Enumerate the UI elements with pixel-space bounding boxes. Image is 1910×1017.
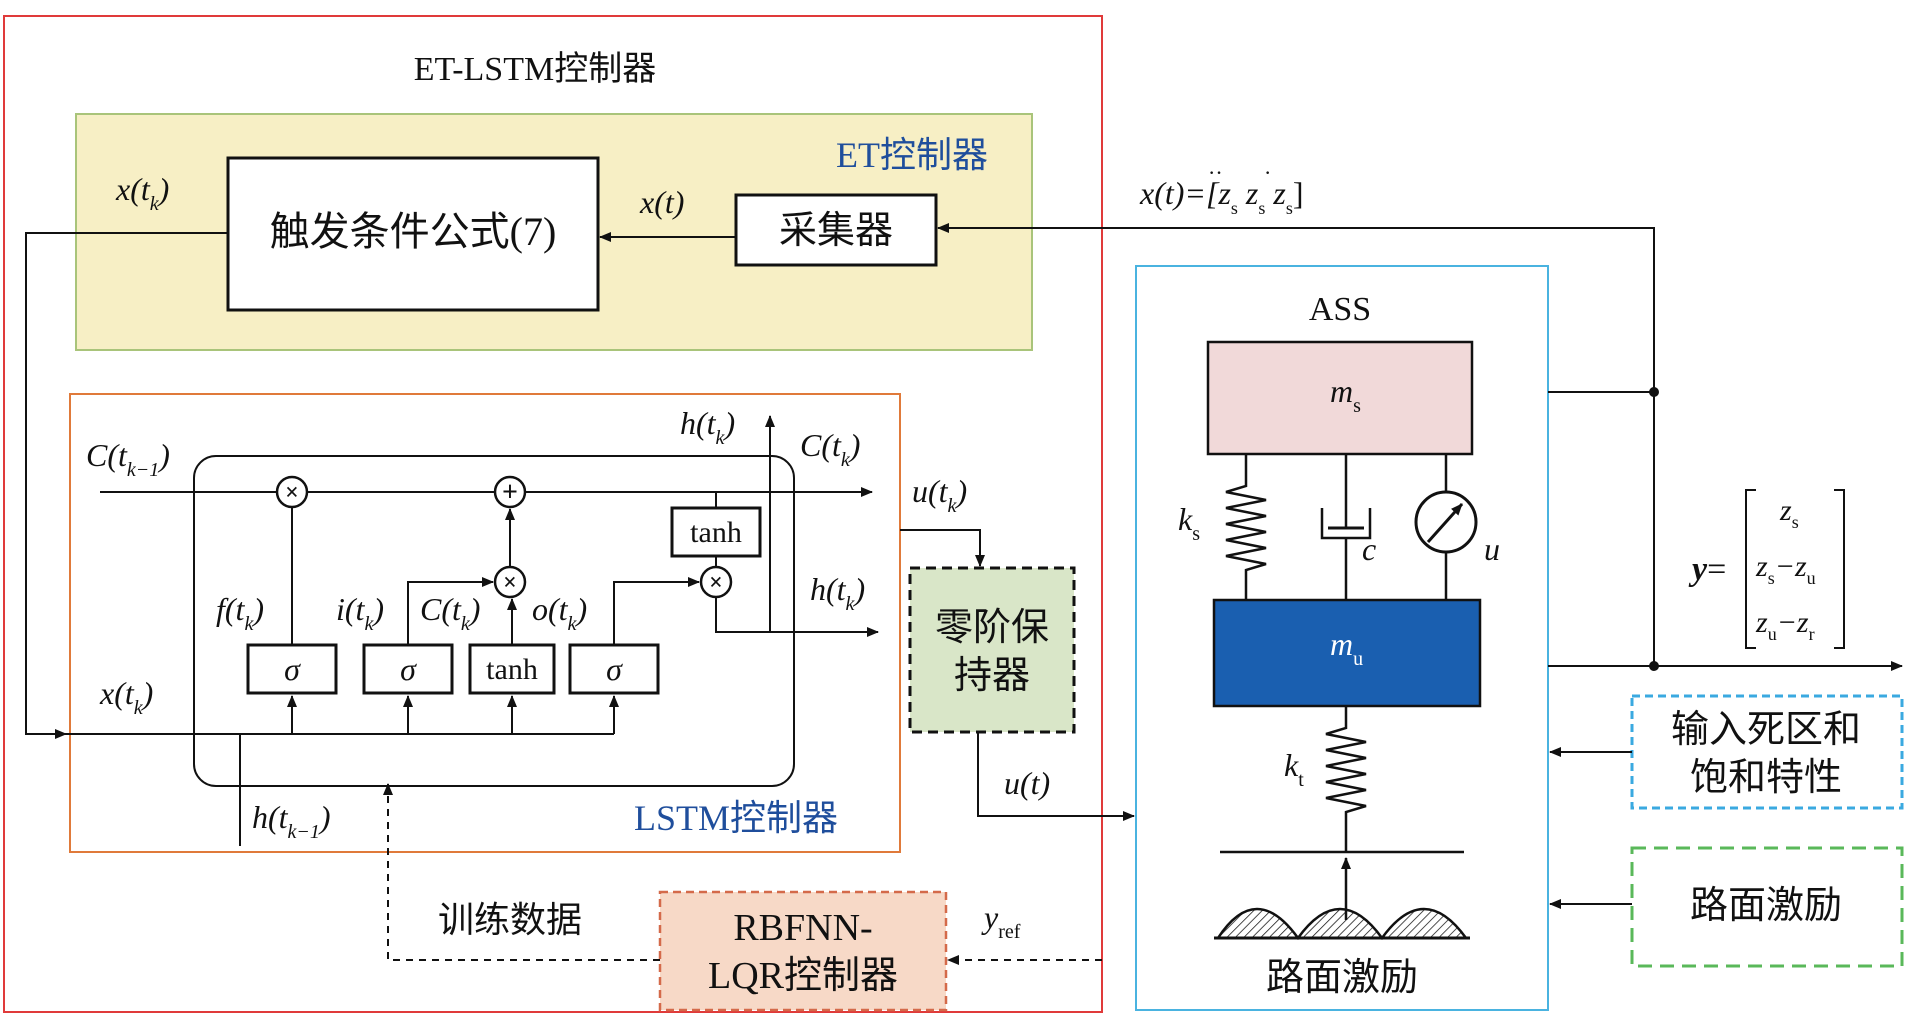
signal-x-tk-top: x(tk)	[115, 171, 169, 215]
zoh-label-1: 零阶保	[935, 607, 1049, 649]
dot-mark: ·	[1264, 160, 1271, 185]
zoh-label-2: 持器	[954, 655, 1030, 697]
y-label: y=	[1688, 551, 1726, 588]
ks-label: ks	[1178, 501, 1200, 545]
ass-title: ASS	[1309, 291, 1371, 328]
zoh-to-ass	[977, 732, 1135, 821]
sigma-output-label: σ	[606, 651, 623, 687]
ddot-mark: ··	[1208, 160, 1223, 185]
et-lstm-title: ET-LSTM控制器	[414, 50, 656, 88]
output-multiply-node	[699, 565, 733, 599]
output-to-multiply	[613, 577, 700, 645]
label-h-right: h(tk)	[810, 571, 865, 615]
label-u-tk: u(tk)	[912, 473, 967, 517]
label-c-prev: C(tk−1)	[86, 437, 170, 481]
label-o: o(tk)	[532, 591, 587, 635]
suspension-spring-ks	[1225, 454, 1267, 600]
matrix-bracket-left	[1745, 489, 1756, 649]
state-feedback-line	[937, 223, 1655, 666]
et-lstm-frame	[3, 15, 1103, 1013]
gate-tanh-candidate	[468, 643, 556, 695]
rbfnn-lqr-box	[658, 890, 948, 1012]
label-u-t: u(t)	[1004, 765, 1050, 801]
add-icon: +	[502, 477, 518, 508]
label-yref: yref	[981, 899, 1021, 943]
input-to-multiply	[407, 577, 494, 645]
input-multiply-icon: ×	[503, 570, 517, 596]
gate-sigma-forget	[246, 643, 338, 695]
label-x-bus: x(tk)	[99, 675, 153, 719]
mu-label: mu	[1330, 626, 1363, 670]
unsprung-mass-mu	[1212, 598, 1482, 708]
label-f: f(tk)	[216, 591, 264, 635]
lstm-controller-title: LSTM控制器	[634, 798, 838, 838]
sigma-forget-label: σ	[284, 651, 301, 687]
deadzone-label-2: 饱和特性	[1690, 757, 1842, 799]
y-row-1: zs	[1779, 494, 1799, 532]
lstm-cell	[193, 455, 795, 787]
kt-label: kt	[1284, 747, 1304, 791]
forget-multiply-icon: ×	[285, 480, 299, 506]
output-multiply-icon: ×	[709, 570, 723, 596]
label-h-top: h(tk)	[680, 405, 735, 449]
junction-bottom	[1649, 661, 1659, 671]
u-label: u	[1484, 531, 1500, 567]
rbfnn-label-1: RBFNN-	[733, 907, 872, 949]
actuator-needle	[1426, 502, 1464, 544]
label-c-out: C(tk)	[800, 427, 860, 471]
matrix-bracket-right	[1834, 489, 1845, 649]
tanh-output-label: tanh	[690, 516, 742, 549]
c-label: c	[1362, 531, 1376, 567]
tire-spring-kt	[1325, 706, 1367, 852]
collector-label: 采集器	[779, 210, 893, 252]
y-row-2: zs−zu	[1755, 550, 1816, 588]
label-h-prev: h(tk−1)	[252, 799, 331, 843]
road-profile-icon	[1215, 907, 1469, 941]
sigma-input-label: σ	[400, 651, 417, 687]
trigger-feedback-line	[25, 232, 228, 739]
road-excitation-box	[1630, 846, 1904, 968]
road-box-label: 路面激励	[1690, 885, 1842, 927]
signal-x-t: x(t)	[639, 184, 684, 220]
trigger-condition-box	[226, 156, 600, 312]
h-output-line	[715, 598, 879, 637]
label-c-candidate: C(tk)	[420, 591, 480, 635]
forget-multiply-node	[275, 475, 309, 509]
rbfnn-label-2: LQR控制器	[708, 955, 898, 997]
sprung-mass-ms	[1206, 340, 1474, 456]
deadzone-label-1: 输入死区和	[1671, 709, 1861, 751]
trigger-condition-label: 触发条件公式(7)	[270, 209, 557, 254]
add-node	[493, 475, 527, 509]
lstm-controller-box	[69, 393, 901, 853]
gate-sigma-output	[568, 643, 660, 695]
collector-box	[734, 193, 938, 267]
y-row-3: zu−zr	[1755, 606, 1815, 644]
zoh-box	[908, 566, 1076, 734]
road-label: 路面激励	[1266, 957, 1418, 999]
training-data-label: 训练数据	[438, 900, 582, 940]
et-controller-title: ET控制器	[836, 135, 988, 175]
tanh-candidate-label: tanh	[486, 653, 538, 686]
u-tk-to-zoh	[900, 529, 985, 567]
ms-label: ms	[1330, 373, 1361, 417]
label-i: i(tk)	[336, 591, 384, 635]
ass-box	[1135, 265, 1549, 1011]
gate-sigma-input	[362, 643, 454, 695]
